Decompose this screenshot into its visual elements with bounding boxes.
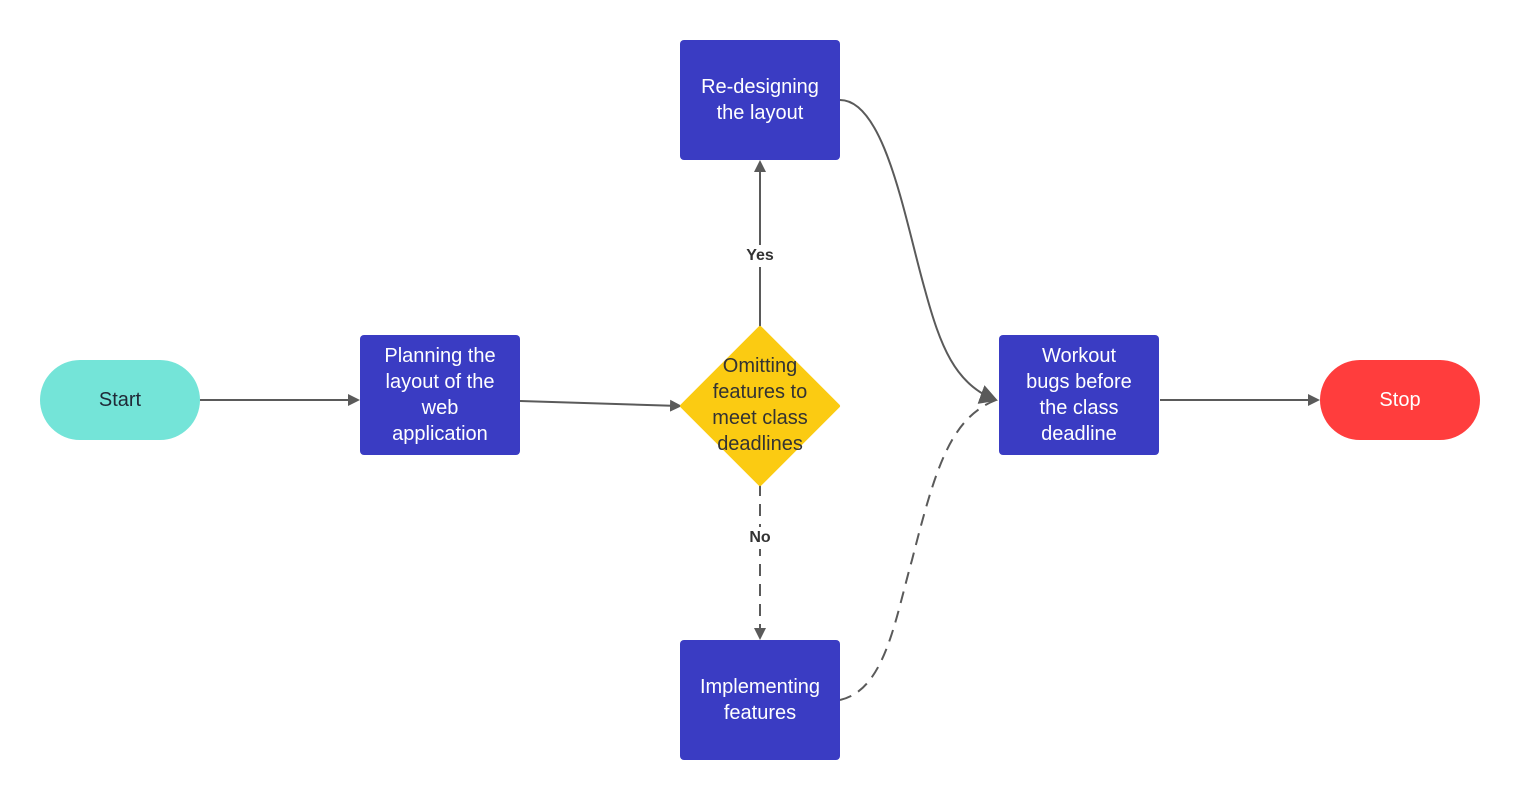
implement-step-label: Implementing features	[699, 676, 821, 724]
stop-label: Stop	[1379, 389, 1421, 411]
decision-diamond	[680, 326, 840, 486]
connector-implement-to-workout	[839, 399, 997, 701]
redesign-step: Re-designing the layout	[680, 40, 840, 160]
start-label: Start	[98, 389, 142, 411]
connector-plan-to-decision	[519, 399, 682, 412]
redesign-step-label: Re-designing the layout	[701, 76, 819, 124]
workout-bugs-step: Workout bugs before the class deadline	[999, 335, 1159, 455]
workout-bugs-step-label: Workout bugs before the class deadline	[1026, 345, 1132, 445]
stop-terminal: Stop	[1320, 360, 1480, 440]
yes-branch-label: Yes	[740, 245, 780, 267]
start-terminal: Start	[40, 360, 200, 440]
decision-label: Omitting features to meet class deadline…	[712, 355, 808, 455]
decision-label-container: Omitting features to meet class deadline…	[680, 330, 840, 480]
planning-step: Planning the layout of the web applicati…	[360, 335, 520, 455]
connector-redesign-to-workout	[839, 99, 998, 404]
no-branch-label: No	[740, 527, 780, 549]
implement-step: Implementing features	[680, 640, 840, 760]
planning-step-label: Planning the layout of the web applicati…	[384, 345, 496, 445]
